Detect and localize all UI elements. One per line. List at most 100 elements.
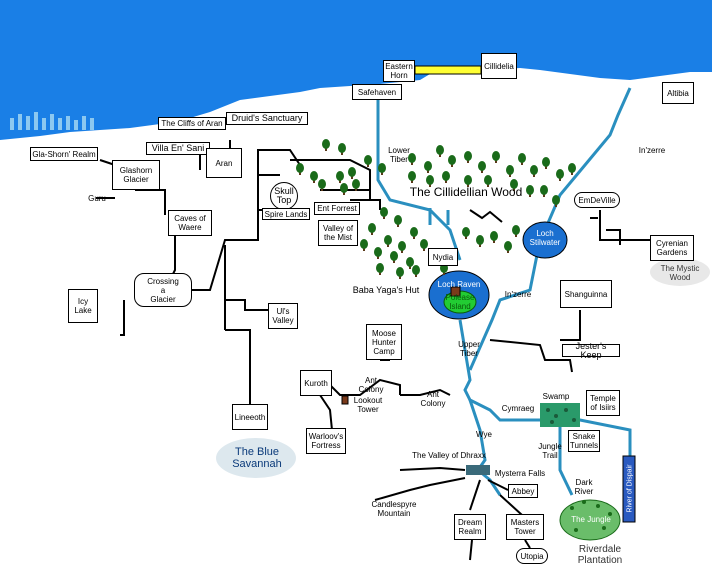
dark-river-label: Dark River [574,478,594,496]
wye-label: Wye [476,430,492,439]
tree [368,223,376,235]
glashorn-glacier-box: Glashorn Glacier [112,160,160,190]
tree [352,179,360,191]
cliffs-texture [10,112,94,130]
cliffs-of-aran-box: The Cliffs of Aran [158,117,226,130]
aran-box: Aran [206,148,242,178]
crossing-glacier-box: Crossing a Glacier [134,273,192,307]
eastern-horn-bridge [414,65,482,75]
tree [408,171,416,183]
uls-valley-box: Ul's Valley [268,303,298,329]
tree [340,183,348,195]
valley-of-dhraxx-label: The Valley of Dhraxx [412,451,486,460]
tree [464,151,472,163]
tree [426,175,434,187]
tree [436,145,444,157]
tree [518,153,526,165]
loch-stilwater-lake [522,221,568,259]
tree [504,241,512,253]
swamp-dots [546,408,576,424]
inzerre-top-label: In'zerre [638,146,666,155]
tree [424,161,432,173]
tree [412,265,420,277]
cymraeg-label: Cymraeg [501,404,535,413]
warloovs-fortress-box: Warloov's Fortress [306,428,346,454]
tree [556,169,564,181]
cillidellian-wood-label: The Cillidellian Wood [409,185,523,199]
ant-colony-1-label: Ant Colony [358,376,384,394]
valley-of-mist-box: Valley of the Mist [318,220,358,246]
spire-lands-box: Spire Lands [262,208,310,220]
baba-yaga-hut-marker [450,286,461,297]
tree [296,163,304,175]
ant-colony-2-label: Ant Colony [420,390,446,408]
upper-tiber-label: Upper Tiber [458,340,480,358]
safehaven-box: Safehaven [352,84,402,100]
tree [360,239,368,251]
lookout-tower-marker [341,395,349,405]
tree [378,163,386,175]
nydia-box: Nydia [428,248,458,266]
tree [406,257,414,269]
swamp-patch [540,403,580,427]
inzerre-mid-label: In'zerre [504,290,532,299]
loch-stilwater-label: Loch Stilwater [529,229,561,247]
tree [492,151,500,163]
tree [338,143,346,155]
riverdale-plantation-label: Riverdale Plantation [577,544,623,566]
tree [464,175,472,187]
tree [512,225,520,237]
caves-of-waere-box: Caves of Waere [168,210,212,236]
tree [376,263,384,275]
tree [398,241,406,253]
tree [506,165,514,177]
ent-forrest-box: Ent Forrest [314,202,360,215]
skull-top-box: Skull Top [270,182,298,210]
tree [390,251,398,263]
emdeville-box: EmDeVille [574,192,620,208]
sea [0,0,712,140]
tree [510,179,518,191]
cillidelia-box: Cillidelia [481,53,517,79]
tree [348,167,356,179]
lineeoth-box: Lineeoth [232,404,268,430]
jungle-trail-label: Jungle Trail [538,442,562,460]
shanguinna-box: Shanguinna [560,280,612,308]
villa-en-sani-box: Villa En' Sani [146,142,210,155]
altibia-box: Altibia [662,82,694,104]
tree [448,155,456,167]
mystic-wood-label: The Mystic Wood [660,264,700,282]
river-of-dispair-label: River of Dispair [626,464,634,513]
blue-savannah-area [216,438,296,478]
loch-raven-label: Loch Raven [437,280,481,289]
moose-hunter-camp-box: Moose Hunter Camp [366,324,402,360]
dream-realm-box: Dream Realm [454,514,486,540]
tree [484,175,492,187]
tree [364,155,372,167]
tree [408,153,416,165]
cyrenian-gardens-box: Cyrenian Gardens [650,235,694,261]
tree [336,171,344,183]
tree [542,157,550,169]
baba-yaga-label: Baba Yaga's Hut [352,285,420,295]
tree [394,215,402,227]
the-jungle-label: The Jungle [571,515,611,524]
tree [396,267,404,279]
lookout-tower-label: Lookout Tower [353,396,383,414]
tree [490,231,498,243]
mysterra-falls-label: Mysterra Falls [494,469,546,478]
masters-tower-box: Masters Tower [506,514,544,540]
tree [462,227,470,239]
tree [322,139,330,151]
tree [526,185,534,197]
icy-lake-box: Icy Lake [68,289,98,323]
tree [540,185,548,197]
utopia-box: Utopia [516,548,548,564]
tree [318,179,326,191]
tree [310,171,318,183]
tree [530,165,538,177]
tree [476,235,484,247]
tree [380,207,388,219]
eastern-horn-box: Eastern Horn [383,60,415,82]
